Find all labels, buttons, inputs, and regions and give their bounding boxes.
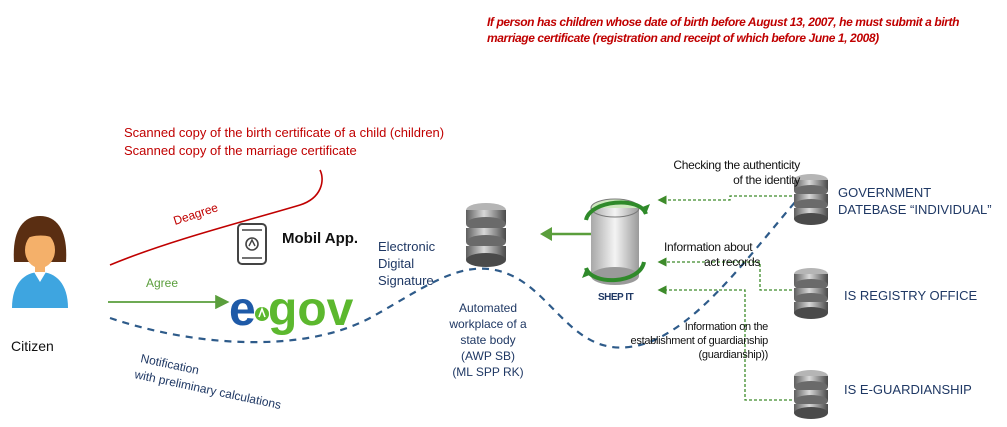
registry-db-label: IS REGISTRY OFFICE [844,288,978,303]
awp-line-3: state body [460,333,516,347]
disagree-label: Deagree [172,200,220,228]
scans-line-1: Scanned copy of the birth certificate of… [124,125,445,140]
gov-db-line-1: GOVERNMENT [838,185,932,200]
guardianship-db-label: IS E-GUARDIANSHIP [844,382,972,397]
notification-dashed-path [109,184,811,349]
shep-label: SHEP IT [598,292,634,303]
svg-text:gov: gov [268,283,354,336]
scans-line-2: Scanned copy of the marriage certificate [124,143,357,158]
guard-line-1: Information on the [684,321,769,333]
awp-line-2: workplace of a [449,317,527,331]
gov-db-label: GOVERNMENT DATEBASE “INDIVIDUAL” [838,184,992,218]
notification-label-line2: with preliminary calculations [132,367,282,412]
note-line-2: marriage certificate (registration and r… [487,31,879,45]
acts-line-1: Information about [664,240,753,254]
shep-server-icon [582,198,650,285]
registry-database-icon [794,268,828,319]
mobile-phone-icon [237,223,267,265]
agree-label: Agree [146,276,179,290]
eds-line-2: Digital [378,256,415,271]
gov-db-line-2: DATEBASE “INDIVIDUAL” [838,202,992,217]
gov-db-connector [657,195,792,205]
disagree-arrow [109,169,323,266]
awp-database-icon [466,203,506,267]
guardianship-connector [657,285,792,401]
eds-line-1: Electronic [378,239,436,254]
eds-label: Electronic Digital Signature [378,238,435,289]
guardianship-flow-label: Information on the establishment of guar… [596,320,769,362]
awp-line-5: (ML SPP RK) [452,365,524,379]
eds-line-3: Signature [378,273,434,288]
guard-line-2: establishment of guardianship [630,335,769,347]
acts-line-2: act records [704,255,761,269]
awp-line-1: Automated [458,301,518,315]
guard-line-3: (guardianship)) [698,349,769,361]
citizen-label: Citizen [11,338,54,354]
gov-database-icon [794,174,828,225]
mobile-app-label: Mobil App. [282,230,359,247]
acts-flow-label: Information about act records [664,240,784,270]
citizen-avatar-icon [12,216,68,308]
egov-logo: e gov [229,283,354,336]
identity-line-1: Checking the authenticity [673,158,800,172]
awp-label: Automated workplace of a state body (AWP… [438,300,538,380]
registry-connector [657,257,792,291]
identity-flow-label: Checking the authenticity of the identit… [640,158,800,188]
identity-line-2: of the identity [733,173,800,187]
note-line-1: If person has children whose date of bir… [487,15,960,29]
awp-line-4: (AWP SB) [460,349,515,363]
guardianship-database-icon [794,370,828,419]
svg-text:e: e [229,283,256,336]
